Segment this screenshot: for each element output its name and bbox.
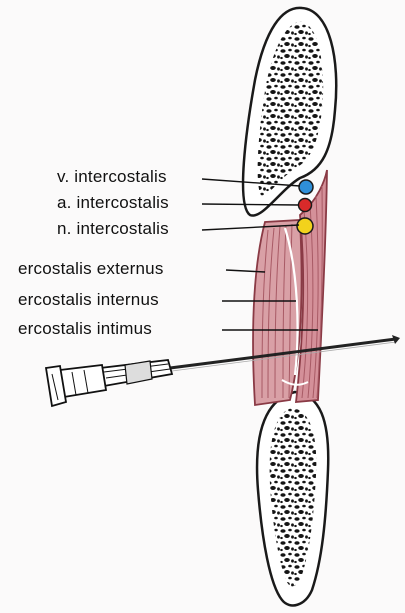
vein-circle [299,180,313,194]
label-nervus-intercostalis: n. intercostalis [57,219,169,239]
lower-rib [257,392,328,605]
label-intercostalis-internus: ercostalis internus [18,290,159,310]
label-intercostalis-externus: ercostalis externus [18,259,164,279]
nerve-circle [297,218,313,234]
artery-circle [299,199,312,212]
syringe-needle [46,335,400,406]
label-vena-intercostalis: v. intercostalis [57,167,167,187]
neurovascular-bundle [297,180,313,234]
label-intercostalis-intimus: ercostalis intimus [18,319,152,339]
label-arteria-intercostalis: a. intercostalis [57,193,169,213]
